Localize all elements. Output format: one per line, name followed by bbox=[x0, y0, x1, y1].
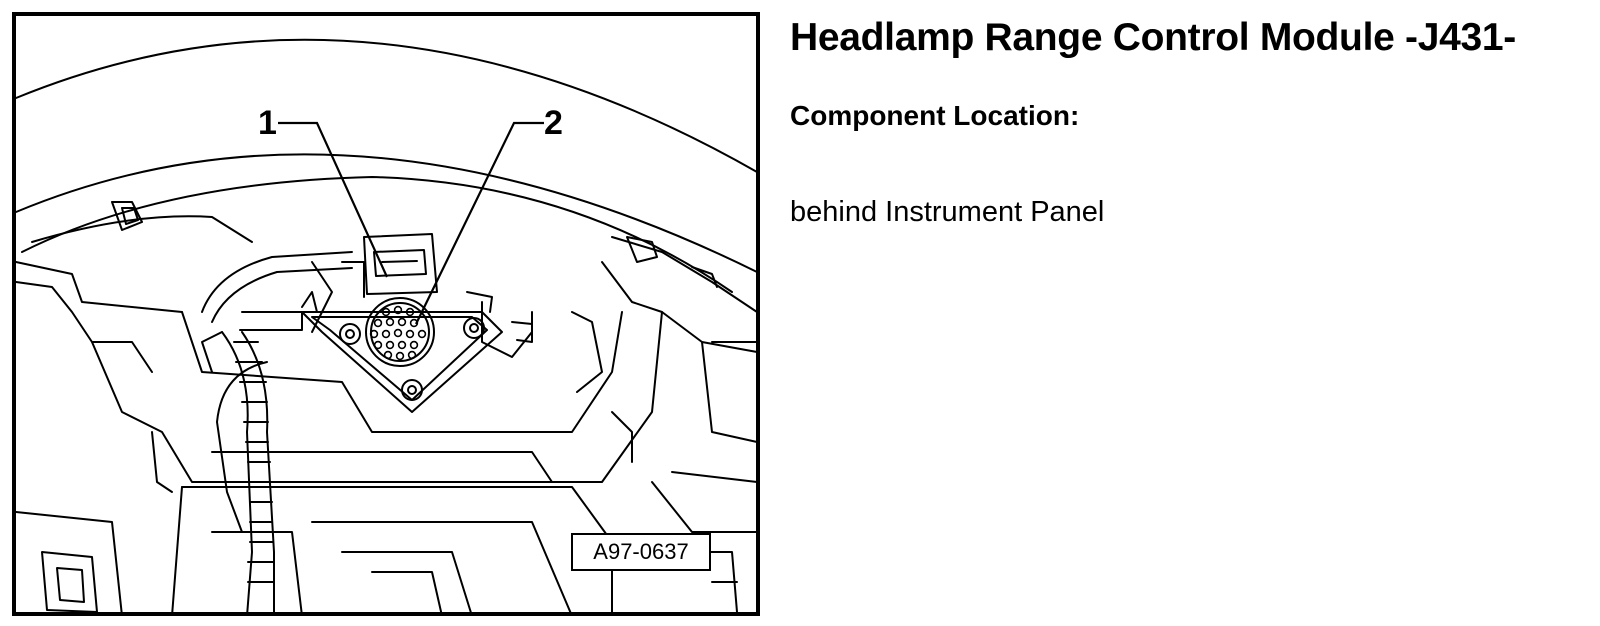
illustration-drawing: 1 2 A97-0637 bbox=[12, 12, 760, 616]
callout-2-label: 2 bbox=[544, 104, 563, 142]
component-location-text: behind Instrument Panel bbox=[790, 196, 1105, 228]
section-heading: Component Location: bbox=[790, 100, 1080, 131]
callout-1-leader bbox=[278, 121, 389, 278]
callout-2-leader bbox=[415, 121, 544, 325]
reference-code: A97-0637 bbox=[593, 539, 688, 564]
callout-1-label: 1 bbox=[258, 104, 277, 142]
figure-frame bbox=[12, 12, 760, 616]
reference-code-box bbox=[571, 533, 711, 571]
page-title: Headlamp Range Control Module -J431- bbox=[790, 16, 1516, 59]
component-illustration: 1 2 A97-0637 bbox=[12, 12, 760, 616]
